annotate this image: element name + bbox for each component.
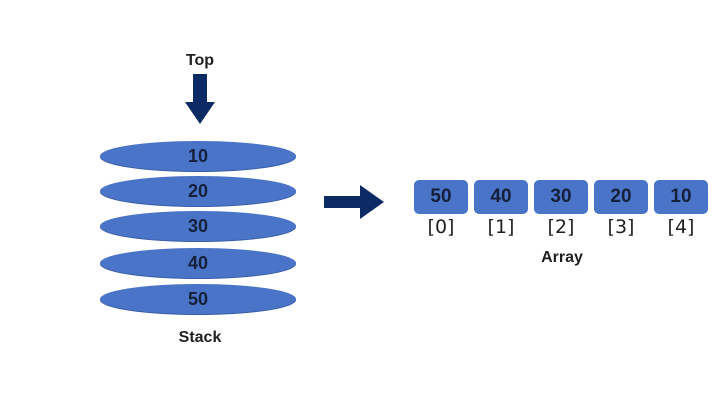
array-cell: 40 <box>474 180 528 214</box>
array-index: [3] <box>607 216 635 238</box>
down-arrow-icon <box>185 74 215 124</box>
stack-item: 10 <box>100 141 296 171</box>
stack-item: 30 <box>100 211 296 241</box>
stack-item: 20 <box>100 176 296 206</box>
stack-item: 50 <box>100 284 296 314</box>
array-index: [1] <box>487 216 515 238</box>
stack-item: 40 <box>100 248 296 278</box>
array-index: [0] <box>427 216 455 238</box>
top-label: Top <box>185 52 215 69</box>
array-cell: 10 <box>654 180 708 214</box>
array-cell: 20 <box>594 180 648 214</box>
array-cell: 30 <box>534 180 588 214</box>
array-label: Array <box>541 249 583 266</box>
right-arrow-icon <box>324 185 384 219</box>
array-index: [4] <box>667 216 695 238</box>
array-index: [2] <box>547 216 575 238</box>
stack-label: Stack <box>178 329 222 346</box>
array-cell: 50 <box>414 180 468 214</box>
